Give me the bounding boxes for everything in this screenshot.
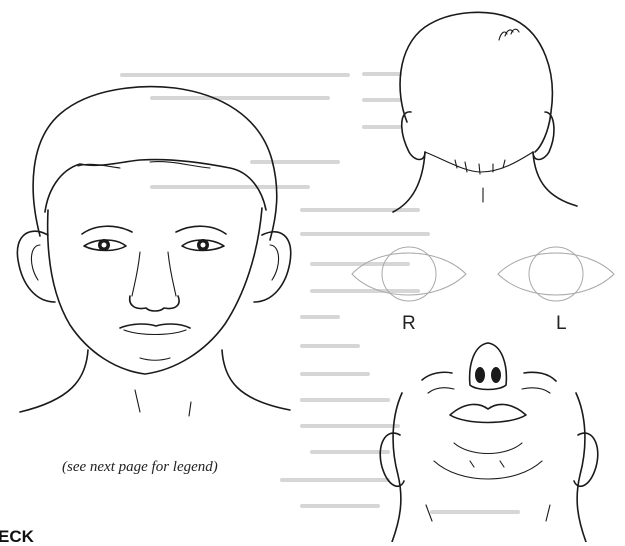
eyes-diagram bbox=[348, 242, 618, 312]
head-underside-view bbox=[370, 335, 610, 542]
eyes-diagram-icon bbox=[348, 242, 618, 312]
head-back-view-icon bbox=[385, 2, 585, 222]
head-front-view-icon bbox=[0, 40, 300, 440]
section-heading: ECK bbox=[0, 528, 34, 545]
legend-caption: (see next page for legend) bbox=[62, 459, 218, 476]
head-underside-view-icon bbox=[370, 335, 610, 542]
right-eye-label: R bbox=[402, 313, 416, 335]
head-back-view bbox=[385, 2, 585, 222]
left-eye-label: L bbox=[556, 313, 567, 335]
bleed-heading bbox=[198, 4, 205, 30]
head-front-view bbox=[0, 40, 300, 440]
